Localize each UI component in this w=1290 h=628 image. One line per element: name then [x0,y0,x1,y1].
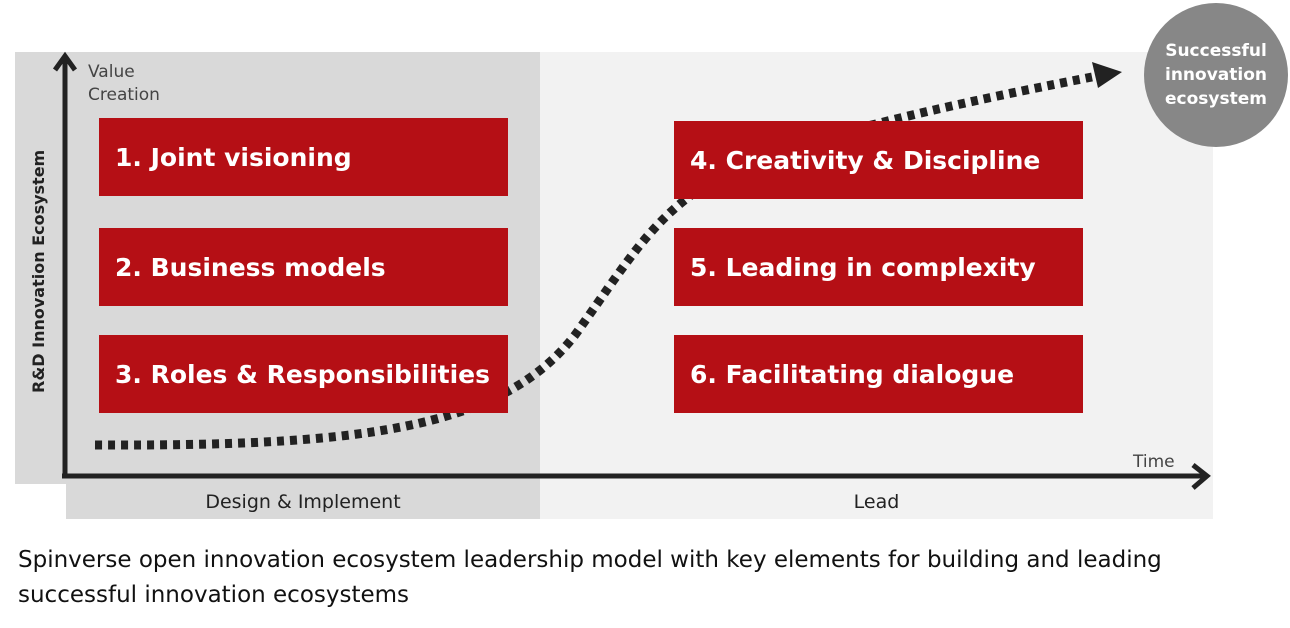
element-box-joint-visioning: 1. Joint visioning [99,118,508,196]
element-box-roles: 3. Roles & Responsibilities [99,335,508,413]
growth-curve [94,72,1093,450]
goal-label: Successful innovation ecosystem [1165,41,1267,109]
goal-circle: Successful innovation ecosystem [1144,3,1288,147]
curve-arrowhead [1092,62,1122,88]
phase-label-design: Design & Implement [66,484,540,519]
x-axis-label: Time [1133,452,1175,472]
element-box-business-models: 2. Business models [99,228,508,306]
element-box-dialogue: 6. Facilitating dialogue [674,335,1083,413]
y-axis-label: Value Creation [88,62,160,105]
figure-caption: Spinverse open innovation ecosystem lead… [18,547,1162,608]
y-axis-arrowhead [52,51,78,72]
element-box-complexity: 5. Leading in complexity [674,228,1083,306]
x-axis-arrowhead [1191,463,1211,490]
y-axis-title: R&D Innovation Ecosystem [29,149,48,393]
element-box-creativity: 4. Creativity & Discipline [674,121,1083,199]
phase-label-lead: Lead [540,484,1213,519]
